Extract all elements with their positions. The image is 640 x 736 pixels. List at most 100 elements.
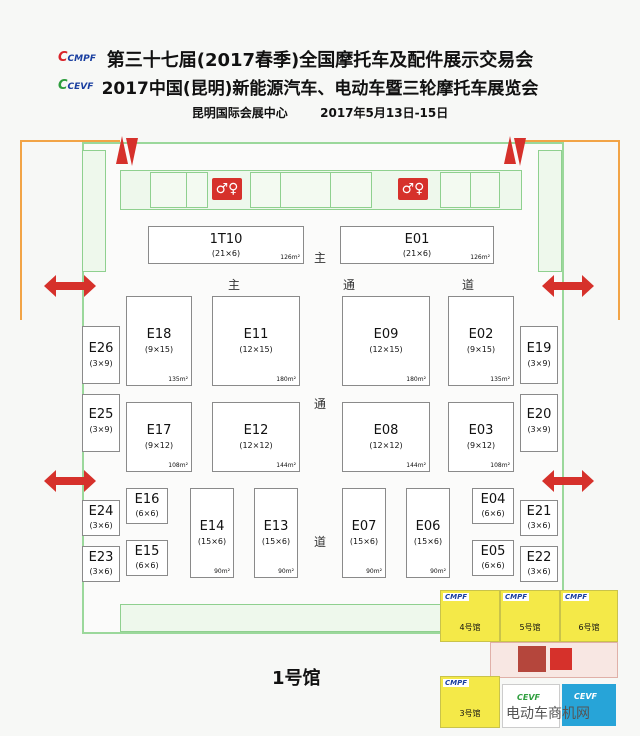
service-room [186,172,208,208]
booth-size: (9×15) [466,345,496,354]
booth-id: E24 [88,504,114,519]
booth-id: E23 [88,550,114,565]
booth-size: (6×6) [481,561,505,570]
booth-area: 90m² [430,568,446,575]
cevf-logo: CEVF [517,693,540,702]
booth[interactable]: E06 (15×6) 90m² [406,488,450,578]
booth-id: E09 [373,327,399,342]
booth[interactable]: E23 (3×6) [82,546,120,582]
booth-size: (15×6) [349,537,379,546]
side-rail-left [82,150,106,272]
hall-label: 4号馆 [459,623,481,632]
booth-id: E15 [134,544,160,559]
booth-id: E01 [404,232,430,247]
booth[interactable]: E22 (3×6) [520,546,558,582]
hall-6-block[interactable]: CMPF 6号馆 [560,590,618,642]
cmpf-logo-text: CMPF [67,54,96,64]
cmpf-logo: CMPF [443,679,470,687]
booth[interactable]: E09 (12×15) 180m² [342,296,430,386]
cevf-logo: CCEVF [58,78,94,93]
booth[interactable]: E11 (12×15) 180m² [212,296,300,386]
booth[interactable]: E15 (6×6) [126,540,168,576]
booth-size: (3×6) [89,567,113,576]
booth-id: E18 [146,327,172,342]
watermark: 电动车商机网 [506,706,590,722]
booth-id: E26 [88,341,114,356]
booth[interactable]: E20 (3×9) [520,394,558,452]
hall-4-block[interactable]: CMPF 4号馆 [440,590,500,642]
booth[interactable]: E18 (9×15) 135m² [126,296,192,386]
venue-overview-map: CMPF 4号馆 CMPF 5号馆 CMPF 6号馆 CMPF 3号馆 CEVF… [440,590,618,728]
booth-area: 135m² [490,376,510,383]
service-room [280,172,332,208]
booth[interactable]: E21 (3×6) [520,500,558,536]
corridor-top-left [20,140,120,142]
booth-id: E08 [373,423,399,438]
booth-area: 144m² [406,462,426,469]
booth-area: 180m² [276,376,296,383]
booth-size: (6×6) [135,561,159,570]
booth[interactable]: E26 (3×9) [82,326,120,384]
booth-id: E02 [468,327,494,342]
booth-id: E05 [480,544,506,559]
side-rail-right [538,150,562,272]
cmpf-logo: CMPF [503,593,530,601]
booth-size: (15×6) [413,537,443,546]
booth-area: 90m² [366,568,382,575]
booth-id: E06 [415,519,441,534]
hall-5-block[interactable]: CMPF 5号馆 [500,590,560,642]
booth[interactable]: E04 (6×6) [472,488,514,524]
side-entrance-arrow-icon [542,275,594,297]
central-building [550,648,572,670]
booth[interactable]: E13 (15×6) 90m² [254,488,298,578]
booth-size: (12×12) [239,441,273,450]
booth-id: E11 [243,327,269,342]
restroom-icon: ♂♀ [398,178,428,200]
title-line-2: 2017中国(昆明)新能源汽车、电动车暨三轮摩托车展览会 [101,79,539,99]
booth-size: (15×6) [197,537,227,546]
booth[interactable]: E01 (21×6) 126m² [340,226,494,264]
booth[interactable]: E24 (3×6) [82,500,120,536]
title-line-1: 第三十七届(2017春季)全国摩托车及配件展示交易会 [106,50,534,71]
booth[interactable]: E16 (6×6) [126,488,168,524]
booth[interactable]: E07 (15×6) 90m² [342,488,386,578]
booth-size: (3×9) [527,425,551,434]
booth[interactable]: 1T10 (21×6) 126m² [148,226,304,264]
booth-id: E16 [134,492,160,507]
cevf-hall-block[interactable]: CEVF [562,684,616,726]
event-dates: 2017年5月13日-15日 [320,106,449,120]
booth-size: (6×6) [135,509,159,518]
booth-area: 108m² [490,462,510,469]
booth-id: E20 [526,407,552,422]
booth[interactable]: E12 (12×12) 144m² [212,402,300,472]
booth-id: E21 [526,504,552,519]
cmpf-logo: CMPF [443,593,470,601]
cmpf-logo: CMPF [563,593,590,601]
booth-size: (9×12) [144,441,174,450]
booth-size: (3×6) [89,521,113,530]
booth[interactable]: E05 (6×6) [472,540,514,576]
booth-area: 144m² [276,462,296,469]
booth[interactable]: E14 (15×6) 90m² [190,488,234,578]
service-room [250,172,282,208]
aisle-label: 道 [314,535,327,549]
booth-area: 90m² [278,568,294,575]
booth[interactable]: E17 (9×12) 108m² [126,402,192,472]
booth[interactable]: E02 (9×15) 135m² [448,296,514,386]
booth[interactable]: E03 (9×12) 108m² [448,402,514,472]
booth-id: E12 [243,423,269,438]
entrance-arrow-icon [116,136,138,166]
booth-area: 180m² [406,376,426,383]
booth-id: E22 [526,550,552,565]
booth-area: 108m² [168,462,188,469]
hall-label: 5号馆 [519,623,541,632]
booth[interactable]: E08 (12×12) 144m² [342,402,430,472]
booth-size: (6×6) [481,509,505,518]
booth-size: (3×6) [527,567,551,576]
booth[interactable]: E25 (3×9) [82,394,120,452]
booth-id: E17 [146,423,172,438]
booth[interactable]: E19 (3×9) [520,326,558,384]
hall-3-block[interactable]: CMPF 3号馆 [440,676,500,728]
booth-size: (21×6) [211,249,241,258]
cevf-hall-block[interactable]: CEVF [502,684,560,728]
